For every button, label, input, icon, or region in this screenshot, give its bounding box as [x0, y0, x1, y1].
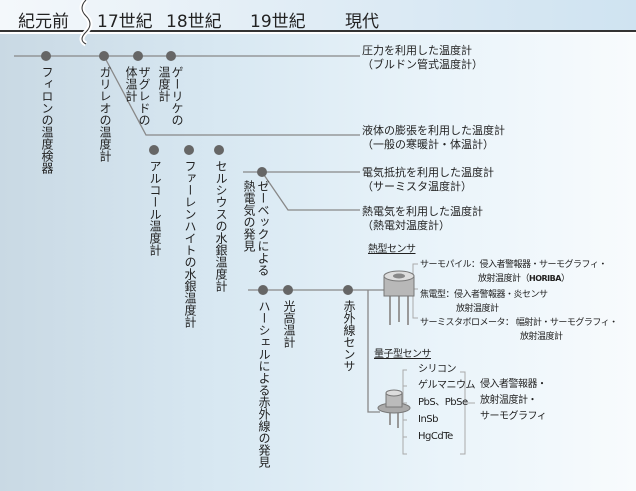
event-alcohol: アルコール温度計 — [148, 160, 162, 256]
material: ゲルマニウム — [418, 380, 476, 391]
event-seebeck: ゼーベックによる — [256, 180, 270, 276]
category-pressure: 圧力を利用した温度計 — [362, 44, 472, 57]
era-17c: 17世紀 — [97, 12, 153, 32]
era-modern: 現代 — [345, 12, 379, 32]
event-optical-pyrometer: 光高温計 — [282, 300, 296, 348]
era-18c: 18世紀 — [166, 12, 222, 32]
thermal-sensor-image — [383, 270, 415, 325]
event-guericke: ゲーリケの — [170, 66, 184, 126]
quantum-use: 侵入者警報器・ — [480, 379, 547, 390]
event-ir-sensor: 赤外線センサ — [342, 300, 356, 372]
event-dot — [343, 285, 353, 295]
event-philon: フィロンの温度検器 — [40, 66, 54, 174]
category-thermoelectric-sub: （熱電対温度計） — [362, 219, 450, 232]
event-dot — [184, 145, 194, 155]
timeline-area — [0, 34, 636, 491]
category-liquid: 液体の膨張を利用した温度計 — [362, 124, 505, 137]
event-dot — [99, 51, 109, 61]
material: PbS、PbSe — [418, 397, 468, 408]
category-liquid-sub: （一般の寒暖計・体温計） — [362, 138, 494, 151]
thermopile: サーモパイル：侵入者警報器・サーモグラフィ・ — [420, 260, 607, 270]
era-bc: 紀元前 — [18, 12, 69, 32]
event-dot — [257, 167, 267, 177]
event-galileo: ガリレオの温度計 — [98, 66, 112, 162]
horiba-logo: HORIBA — [529, 274, 561, 283]
event-guericke-2: 温度計 — [157, 66, 171, 102]
event-fahrenheit: ファーレンハイトの水銀温度計 — [183, 160, 197, 328]
material: HgCdTe — [418, 431, 453, 442]
quantum-sensor-title: 量子型センサ — [374, 349, 432, 360]
pyroelectric: 焦電型：侵入者警報器・炎センサ — [420, 290, 548, 300]
event-dot — [166, 51, 176, 61]
era-header: 紀元前 17世紀 18世紀 19世紀 現代 — [0, 0, 636, 32]
event-sagredo-2: 体温計 — [124, 66, 138, 102]
event-seebeck-2: 熱電気の発見 — [242, 180, 256, 252]
material: シリコン — [418, 364, 457, 375]
event-dot — [214, 145, 224, 155]
event-dot — [149, 145, 159, 155]
event-dot — [283, 285, 293, 295]
event-dot — [258, 285, 268, 295]
event-celsius: セルシウスの水銀温度計 — [214, 160, 228, 292]
bolometer: サーミスタボロメータ： 幅射計・サーモグラフィ・ — [420, 318, 618, 328]
category-resistance: 電気抵抗を利用した温度計 — [362, 166, 494, 179]
event-dot — [41, 51, 51, 61]
thermal-sensor-title: 熱型センサ — [368, 244, 416, 255]
event-sagredo: ザグレドの — [137, 66, 151, 126]
bolometer-sub: 放射温度計 — [520, 332, 563, 342]
era-19c: 19世紀 — [250, 12, 306, 32]
quantum-sensor-image — [377, 389, 411, 428]
quantum-use: サーモグラフィ — [480, 411, 547, 422]
category-pressure-sub: （ブルドン管式温度計） — [362, 58, 483, 71]
quantum-use: 放射温度計・ — [480, 395, 538, 406]
category-thermoelectric: 熱電気を利用した温度計 — [362, 205, 483, 218]
event-herschel: ハーシェルによる赤外線の発見 — [257, 300, 271, 468]
thermopile-sub: 放射温度計（HORIBA） — [478, 274, 570, 284]
category-resistance-sub: （サーミスタ温度計） — [362, 180, 472, 193]
material: InSb — [418, 414, 438, 425]
event-dot — [133, 51, 143, 61]
pyroelectric-sub: 放射温度計 — [456, 304, 499, 314]
